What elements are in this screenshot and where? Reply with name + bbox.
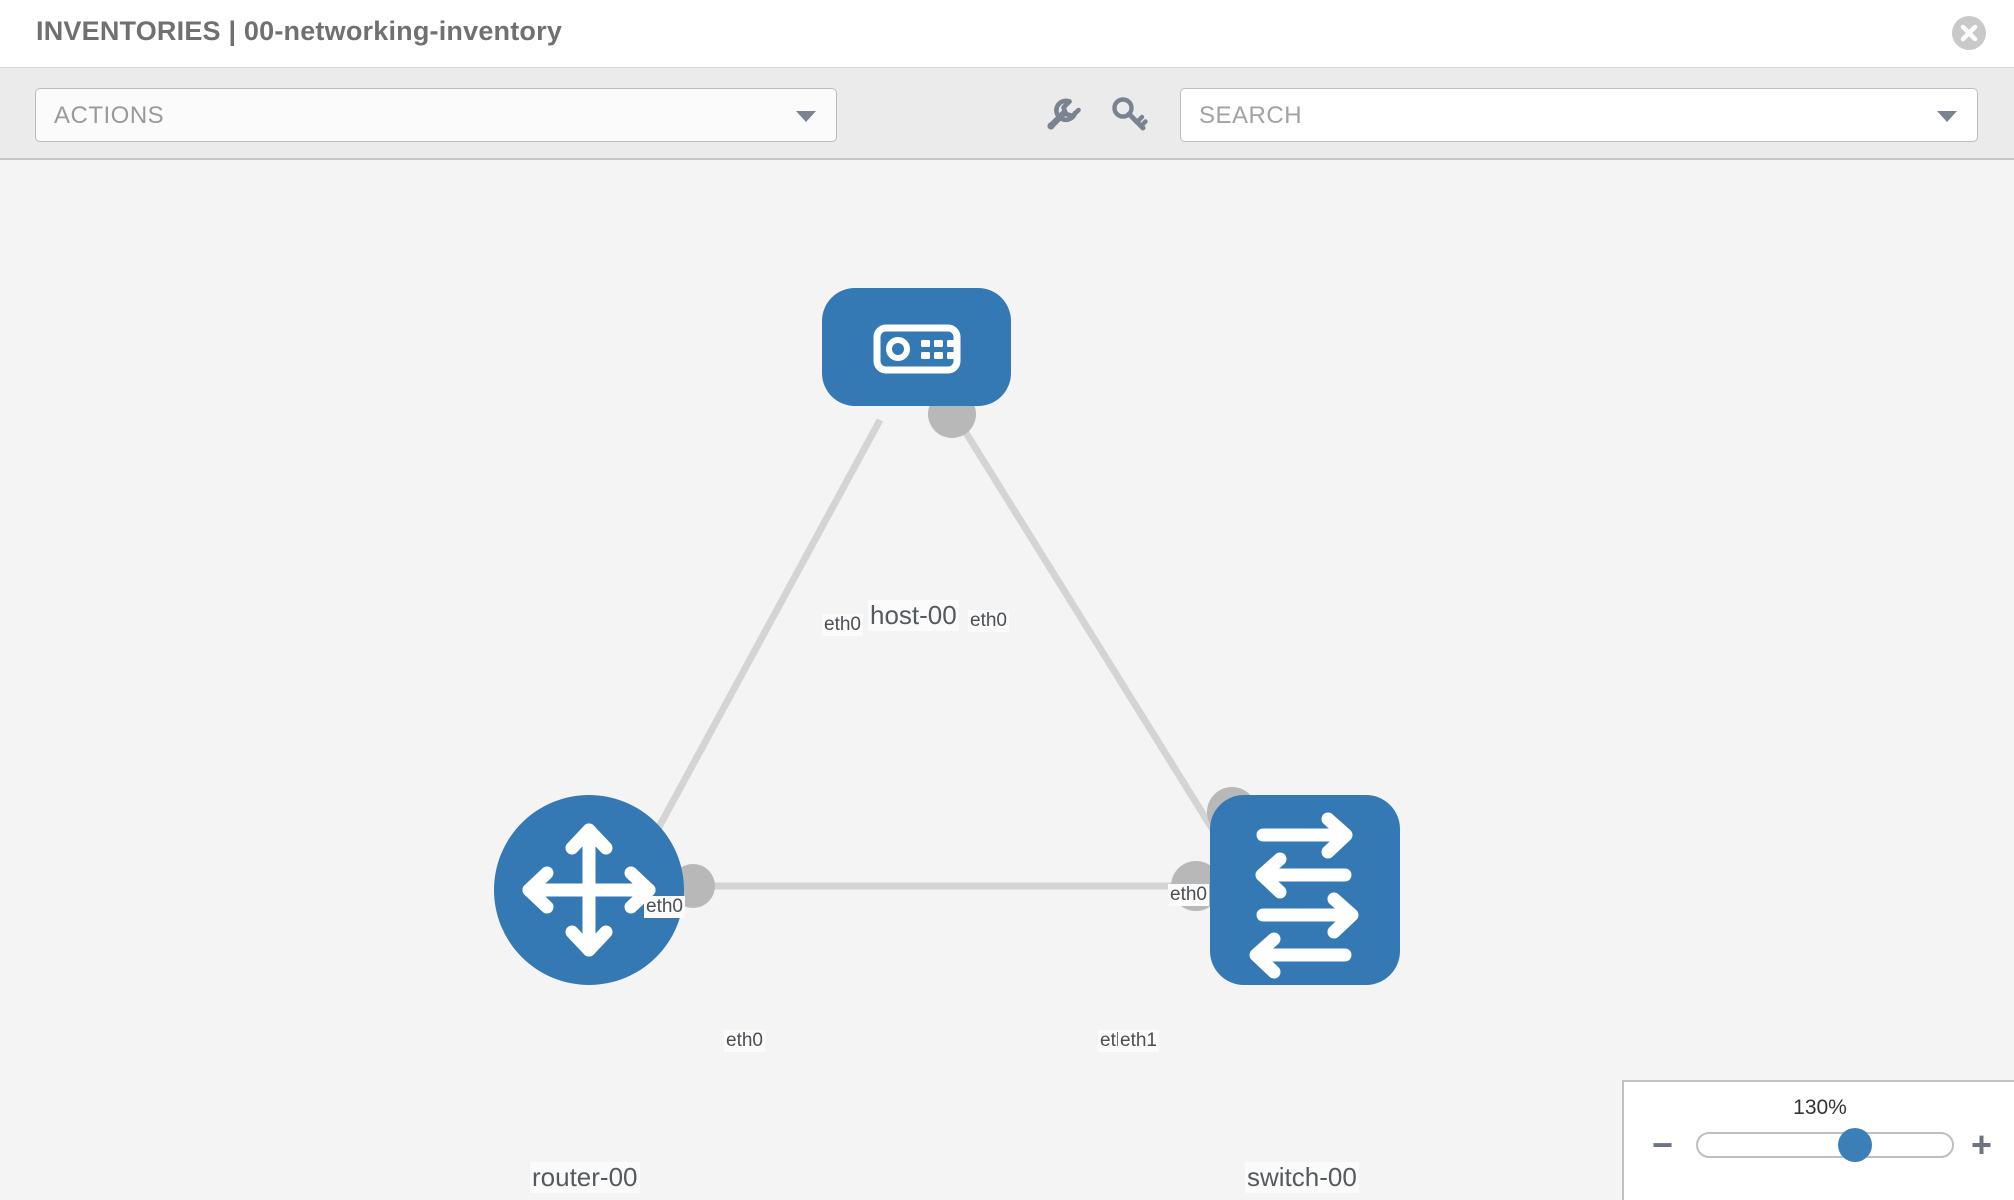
search-input-value: SEARCH — [1199, 102, 1303, 129]
topology-graph — [494, 288, 1400, 985]
router-arrows-icon — [522, 823, 656, 957]
search-input[interactable]: SEARCH — [1180, 88, 1978, 142]
zoom-slider[interactable] — [1696, 1128, 1954, 1162]
node-router-00 — [494, 795, 684, 985]
wrench-icon[interactable] — [1040, 93, 1084, 137]
chevron-down-icon — [796, 111, 816, 122]
topology-canvas[interactable]: host-00 router-00 switch-00 eth0 eth0 et… — [0, 162, 2014, 1200]
key-icon[interactable] — [1108, 93, 1152, 137]
chevron-down-icon[interactable] — [1937, 111, 1957, 122]
actions-dropdown-label: ACTIONS — [54, 102, 165, 129]
link-host-router — [636, 418, 884, 864]
edge-label-switch-eth0-up: eth0 — [1168, 884, 1209, 906]
plus-icon[interactable]: + — [1970, 1124, 1992, 1165]
zoom-control-panel: 130% − + — [1622, 1080, 2014, 1200]
edge-label-host-eth0-left: eth0 — [822, 614, 863, 636]
close-icon[interactable] — [1952, 16, 1986, 50]
zoom-slider-thumb[interactable] — [1838, 1128, 1872, 1162]
topology-ports — [671, 390, 1257, 911]
actions-dropdown[interactable]: ACTIONS — [35, 88, 837, 142]
server-icon — [873, 324, 961, 374]
node-label-host-00: host-00 — [868, 600, 959, 631]
topology-links — [636, 418, 1235, 890]
edge-label-router-eth0-mid: eth0 — [724, 1030, 765, 1052]
zoom-level-label: 130% — [1793, 1096, 1847, 1119]
page-header: INVENTORIES | 00-networking-inventory — [0, 0, 2014, 68]
minus-icon[interactable]: − — [1652, 1124, 1674, 1165]
toolbar: ACTIONS SEARCH — [0, 68, 2014, 160]
node-label-switch-00: switch-00 — [1245, 1162, 1359, 1193]
node-switch-00 — [1210, 795, 1400, 985]
link-host-switch — [955, 418, 1231, 856]
page-title: INVENTORIES | 00-networking-inventory — [36, 16, 563, 46]
switch-arrows-icon — [1249, 812, 1359, 979]
edge-label-host-eth0-right: eth0 — [968, 610, 1009, 632]
node-host-00 — [822, 288, 1011, 406]
edge-label-router-eth0-up: eth0 — [644, 896, 685, 918]
node-label-router-00: router-00 — [530, 1162, 640, 1193]
edge-label-switch-eth1-mid: eth1 — [1118, 1030, 1159, 1052]
